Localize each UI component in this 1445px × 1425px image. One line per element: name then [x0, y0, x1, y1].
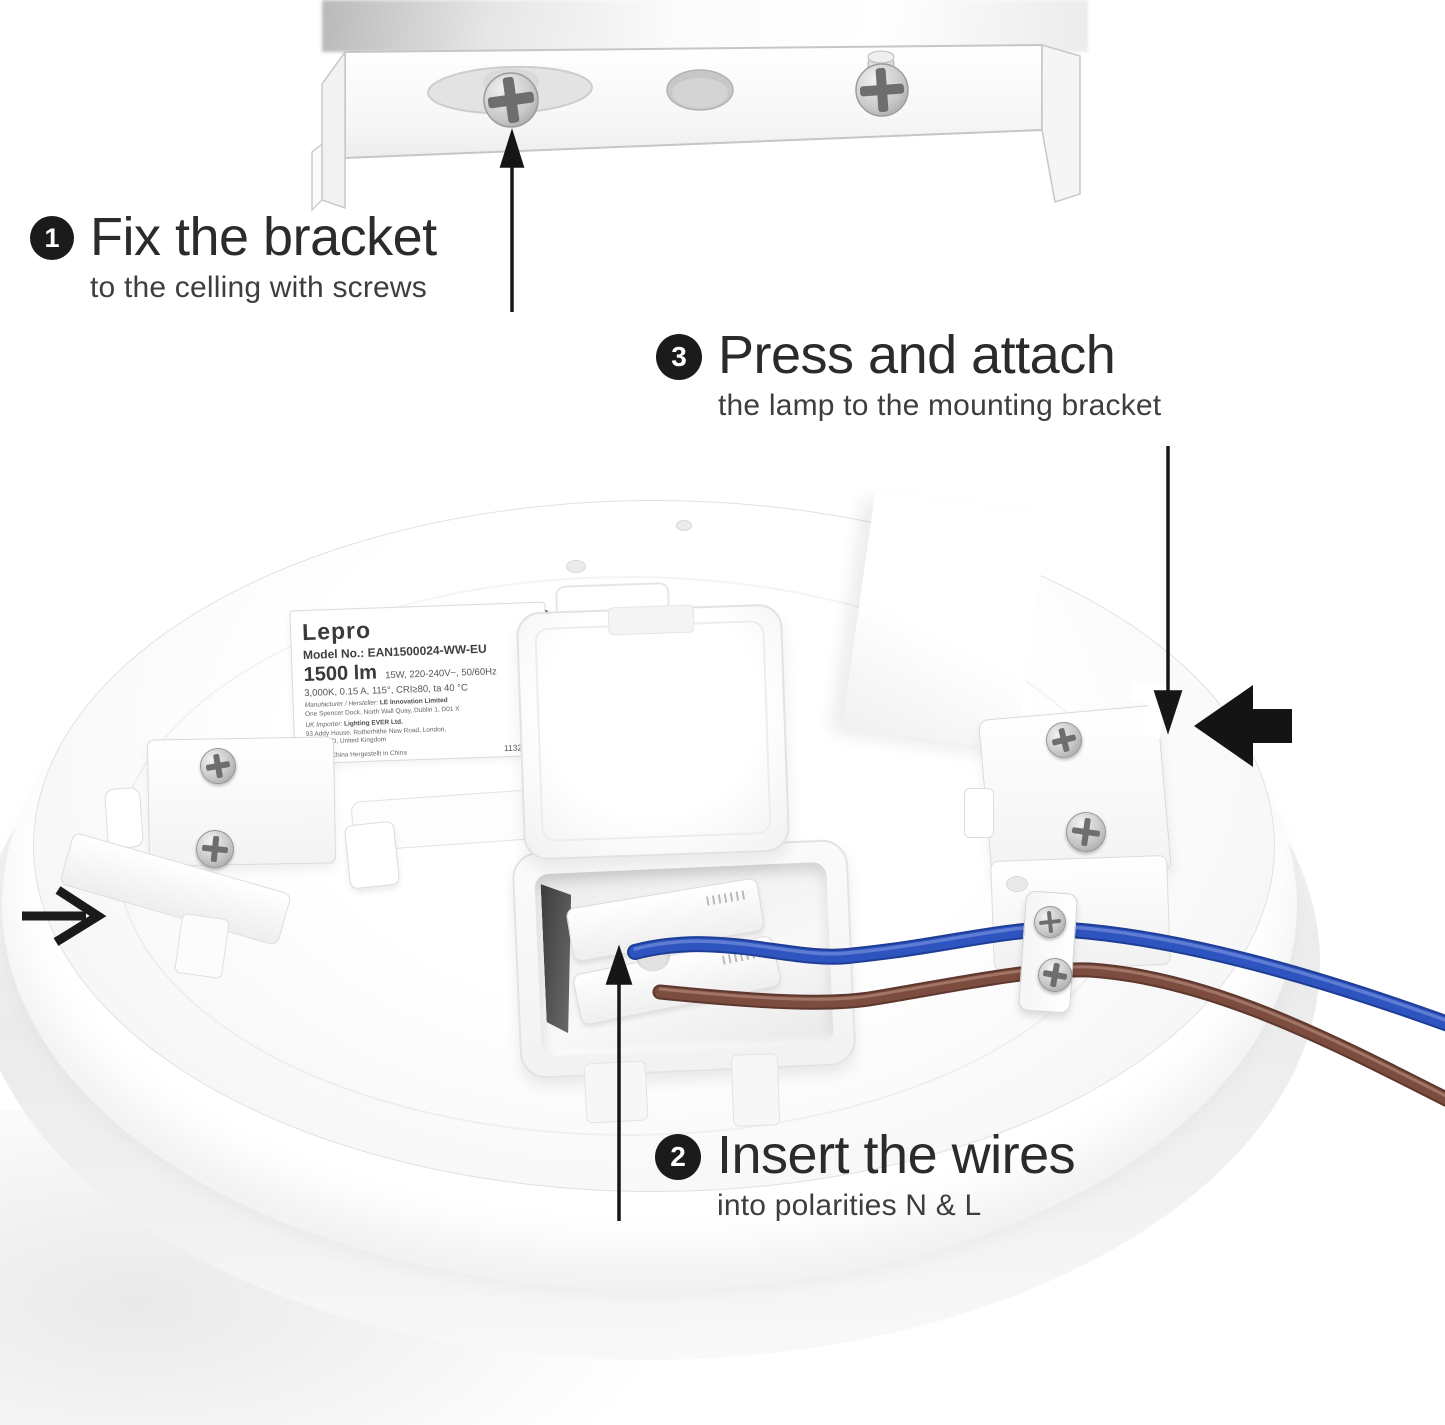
- importer-name: Lighting EVER Ltd.: [343, 718, 404, 728]
- step-1-annotation: 1 Fix the bracket to the celling with sc…: [30, 207, 437, 305]
- step-3-title: Press and attach: [718, 325, 1116, 385]
- right-screw-icon: [855, 63, 909, 117]
- left-clip-nub: [103, 786, 145, 850]
- step-1-text: Fix the bracket to the celling with scre…: [90, 207, 437, 305]
- bracket-screw-slot: [427, 65, 593, 115]
- step-3-badge: 3: [656, 334, 702, 380]
- lumen-value: 1500 lm: [303, 661, 378, 687]
- junction-box-lid-open: [515, 603, 791, 861]
- driver-cover-wedge: [842, 490, 1049, 752]
- left-clip-foot: [174, 912, 230, 980]
- up-arrow-icon: [499, 128, 525, 168]
- plate-hole: [566, 560, 586, 573]
- spring-clip-tab: [343, 820, 401, 890]
- lid-inner-recess: [534, 620, 772, 842]
- importer-label: UK Importer:: [305, 720, 343, 730]
- step-2-text: Insert the wires into polarities N & L: [717, 1125, 1076, 1223]
- step-1-title: Fix the bracket: [90, 207, 437, 267]
- step-1-badge: 1: [30, 216, 74, 260]
- box-hinge-tab: [583, 1060, 649, 1124]
- left-screw-cross: [487, 76, 535, 124]
- right-clip-latch: [964, 788, 994, 838]
- right-screw-cap: [867, 50, 895, 64]
- step-2-badge: 2: [655, 1134, 701, 1180]
- step-3-annotation: 3 Press and attach the lamp to the mount…: [656, 325, 1162, 423]
- bracket-center-hole: [666, 69, 734, 111]
- right-block-hole: [1006, 876, 1028, 892]
- step-3-subtitle: the lamp to the mounting bracket: [718, 389, 1162, 423]
- terminal-print: [721, 947, 765, 965]
- power-spec: 15W, 220-240V~, 50/60Hz: [384, 666, 497, 682]
- screw-shank: [483, 68, 539, 96]
- bracket-left-foot: [311, 142, 323, 212]
- right-screw-cross: [859, 67, 905, 113]
- wiring-junction-box: [511, 838, 857, 1080]
- terminal-print: [706, 889, 749, 906]
- left-screw-icon: [483, 72, 539, 128]
- step-2-title: Insert the wires: [717, 1125, 1076, 1185]
- center-hole-inner: [672, 78, 728, 108]
- ceiling-surface: [322, 0, 1088, 52]
- box-hinge-tab: [730, 1053, 781, 1127]
- right-screw-shank: [867, 55, 895, 83]
- step-2-annotation: 2 Insert the wires into polarities N & L: [655, 1125, 1076, 1223]
- mounting-bracket: [311, 43, 1081, 212]
- bracket-bar: [344, 43, 1043, 160]
- left-clip-block: [146, 736, 337, 867]
- plate-hole: [676, 520, 692, 531]
- bracket-left-flange: [321, 49, 346, 210]
- step-2-subtitle: into polarities N & L: [717, 1189, 982, 1223]
- lid-notch: [607, 604, 695, 636]
- right-lower-block: [990, 854, 1171, 972]
- step-1-subtitle: to the celling with screws: [90, 271, 428, 305]
- step-3-text: Press and attach the lamp to the mountin…: [718, 325, 1162, 423]
- bracket-right-flange: [1041, 44, 1081, 203]
